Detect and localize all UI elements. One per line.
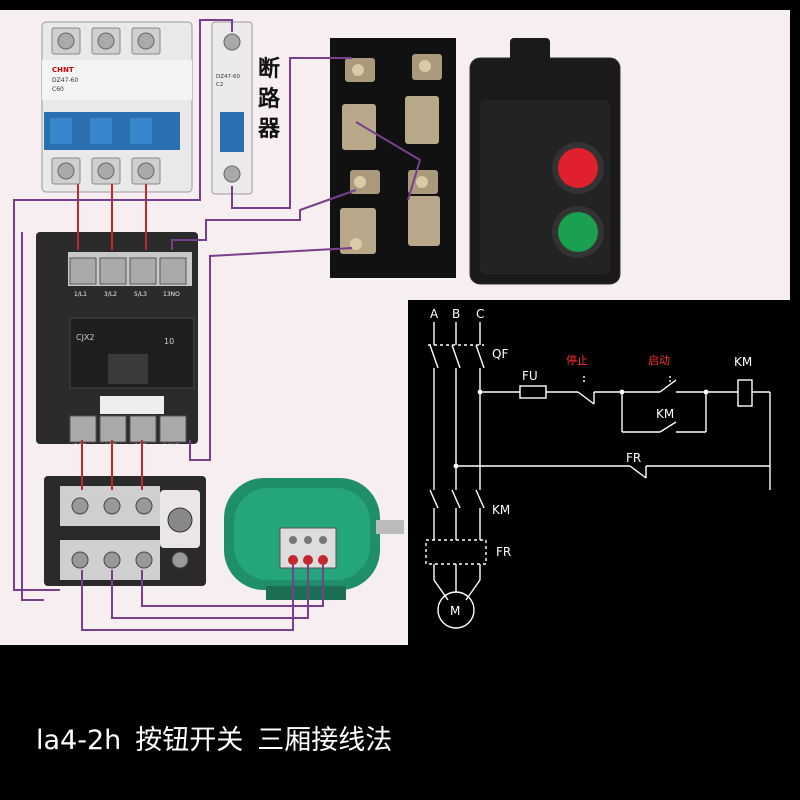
km-aux-label: KM: [656, 407, 674, 421]
motor: [224, 478, 404, 600]
fr-thermal-label: FR: [496, 545, 511, 559]
phase-c-label: C: [476, 307, 484, 321]
caption-part1: 按钮开关: [135, 725, 244, 756]
motor-label: M: [450, 604, 460, 618]
breaker-1p-model-label: DZ47-60: [216, 74, 240, 80]
caption-part2: 三厢接线法: [257, 725, 393, 756]
pushbutton-box: [469, 38, 621, 285]
breaker-1p-toggle: [220, 112, 244, 152]
breaker-rating-label: C60: [52, 86, 64, 93]
caption: la4-2h 按钮开关三厢接线法: [36, 718, 406, 757]
contactor-terminal-label: 3/L2: [104, 291, 117, 298]
start-label: 启动: [648, 354, 670, 367]
caption-model: la4-2h: [36, 725, 122, 756]
breaker-brand-label: CHNT: [52, 66, 74, 74]
contactor-model-label: CJX2: [76, 333, 95, 342]
phase-a-label: A: [430, 307, 439, 321]
breaker-1p-rating-label: C2: [216, 82, 223, 88]
contactor-terminal-label: 13NO: [163, 291, 180, 298]
pushbutton-internals: [330, 38, 456, 278]
thermal-relay: [44, 476, 206, 586]
fu-label: FU: [522, 369, 538, 383]
contactor-no-label: 10: [164, 337, 174, 346]
junction-dot: [703, 389, 709, 395]
single-pole-breaker: DZ47-60 C2: [211, 21, 253, 195]
fr-contact-label: FR: [626, 451, 641, 465]
stop-label: 停止: [566, 353, 588, 367]
breaker-caption-1: 断: [258, 56, 280, 82]
contactor-terminal-label: 14NO: [163, 443, 180, 450]
contactor-terminal-label: 6/T3: [134, 443, 148, 450]
contactor-terminal-label: 1/L1: [74, 291, 87, 298]
qf-label: QF: [492, 347, 508, 361]
km-main-label: KM: [492, 503, 510, 517]
stop-button: [558, 148, 598, 188]
schematic-panel: [408, 300, 800, 645]
breaker-caption-3: 器: [257, 117, 281, 142]
junction-dot: [619, 389, 625, 395]
schematic-lines: [425, 322, 771, 629]
breaker-model-label: DZ47-60: [52, 77, 78, 84]
phase-b-label: B: [452, 307, 460, 321]
contactor-terminal-label: 4/T2: [104, 443, 118, 450]
contactor-terminal-label: 5/L3: [134, 291, 147, 298]
junction-dot: [477, 389, 483, 395]
photo-wires: [13, 19, 422, 631]
contactor: 1/L1 3/L2 5/L3 13NO CJX2 10 2/T1 4/T2 6/…: [36, 232, 198, 450]
breaker-caption-2: 路: [258, 86, 281, 112]
contactor-terminal-label: 2/T1: [74, 443, 88, 450]
km-coil-label: KM: [734, 355, 752, 369]
junction-dot: [453, 463, 459, 469]
three-pole-breaker: CHNT DZ47-60 C60: [41, 21, 193, 193]
start-button: [558, 212, 598, 252]
